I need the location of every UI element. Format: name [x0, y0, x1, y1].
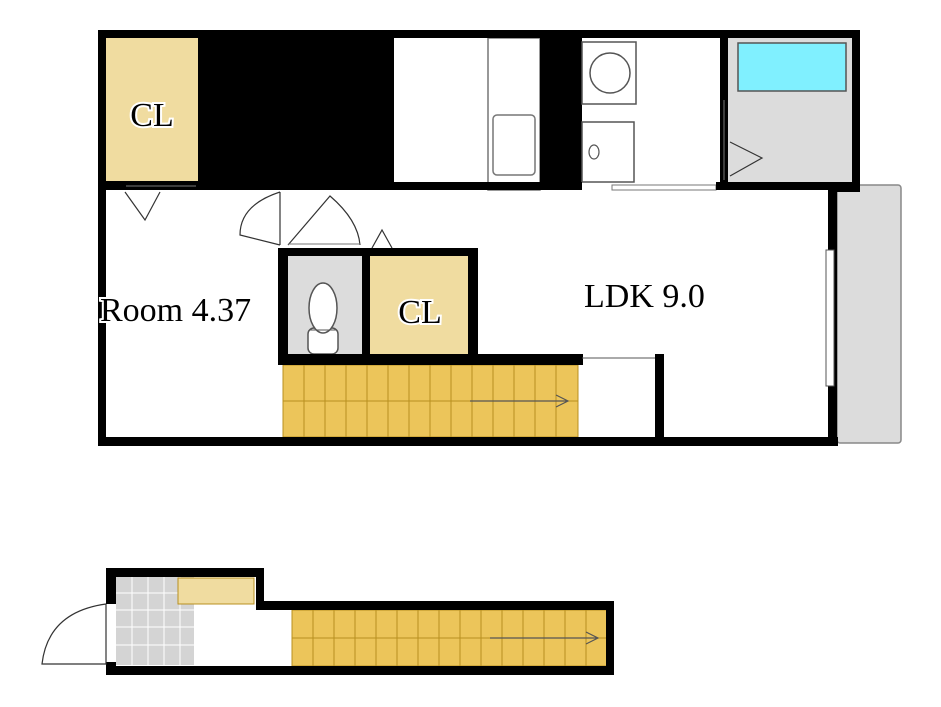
door-swings-upper: [124, 141, 764, 249]
solid-void-block: [198, 30, 394, 190]
walls-lower: [106, 568, 614, 675]
balcony: [836, 184, 902, 444]
washer-drum: [589, 52, 631, 94]
sliding-door: [611, 184, 717, 191]
closet-center-label: CL: [398, 294, 441, 331]
washbasin: [581, 121, 635, 183]
walls-upper: [98, 30, 860, 446]
toilet: [307, 282, 339, 355]
stair-direction-arrow-lower: [490, 631, 600, 645]
room-west-label: Room 4.37: [100, 292, 251, 329]
staircase-lower: [291, 609, 608, 667]
closet-center-fill: [370, 256, 468, 356]
closet-upper-left-fill: [106, 38, 198, 181]
shoe-storage: [177, 577, 255, 605]
fridge-space: [540, 30, 582, 190]
closet-upper-left-label: CL: [130, 97, 173, 134]
kitchen-sink: [492, 114, 536, 176]
stair-direction-arrow: [470, 394, 570, 408]
washbasin-bowl: [588, 144, 600, 160]
bathtub: [737, 42, 847, 92]
staircase-upper: [282, 364, 579, 438]
ldk-label: LDK 9.0: [584, 278, 705, 315]
window-ldk: [825, 249, 835, 387]
entrance-door: [41, 603, 107, 665]
